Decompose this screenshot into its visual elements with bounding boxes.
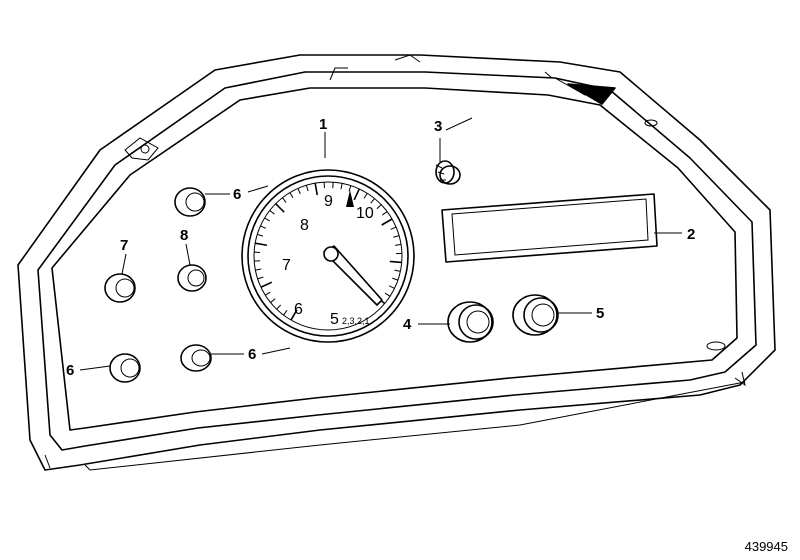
dial-tick xyxy=(381,218,393,226)
dial-tick xyxy=(382,211,388,216)
dial-tick xyxy=(260,225,267,229)
dial-tick xyxy=(394,269,401,272)
cluster-housing xyxy=(17,54,776,471)
dial-number-8: 8 xyxy=(300,217,309,234)
dial-tick xyxy=(314,182,319,196)
dial-tick xyxy=(260,281,273,288)
dial-tick xyxy=(270,298,276,303)
dial-tick xyxy=(393,235,400,238)
tachometer-ticks xyxy=(254,182,402,321)
dial-tick xyxy=(363,192,368,199)
dial-number-6: 6 xyxy=(294,301,303,318)
dial-tick xyxy=(376,204,382,210)
dial-tick xyxy=(390,226,397,230)
dial-tick xyxy=(257,276,264,280)
indicator-lamp-6-left xyxy=(109,353,141,383)
indicator-lamp-7 xyxy=(104,273,136,303)
dial-tick xyxy=(264,217,270,222)
leader-lines xyxy=(79,117,682,371)
dial-tick xyxy=(290,309,298,321)
dial-tick xyxy=(257,233,264,237)
knob-4 xyxy=(447,301,494,343)
callout-2: 2 xyxy=(687,226,695,243)
dial-tick xyxy=(384,292,391,297)
dial-tick xyxy=(282,197,287,203)
dial-tick xyxy=(255,268,262,271)
indicator-lamp-6-top xyxy=(174,187,206,217)
callout-8: 8 xyxy=(180,227,188,244)
dial-tick xyxy=(388,285,395,289)
knob-5 xyxy=(512,294,559,336)
callout-1: 1 xyxy=(319,116,327,133)
callouts: 1 2 3 4 5 6 6 6 7 8 xyxy=(66,116,695,379)
dial-tick xyxy=(305,185,309,192)
adjuster-knob xyxy=(435,160,461,185)
dial-number-10: 10 xyxy=(356,205,374,222)
dial-tick xyxy=(269,210,275,215)
indicator-lamp-8 xyxy=(177,264,207,292)
part-number: 439945 xyxy=(744,539,788,554)
tachometer: 8 9 10 7 6 5 2,3,2,1 xyxy=(241,169,415,343)
callout-6-left: 6 xyxy=(66,362,74,379)
dial-tick xyxy=(395,243,402,246)
dial-tick xyxy=(297,188,301,195)
dial-tick xyxy=(340,183,343,190)
callout-6-bottom: 6 xyxy=(248,346,256,363)
dial-tick xyxy=(353,188,360,201)
dial-tick xyxy=(264,291,271,296)
dial-tick xyxy=(348,185,352,192)
dial-tick xyxy=(289,192,294,198)
dial-number-5: 5 xyxy=(330,311,339,328)
dial-tick xyxy=(370,198,375,204)
callout-4: 4 xyxy=(403,316,412,333)
dial-number-9: 9 xyxy=(324,193,333,210)
dial-tick xyxy=(283,310,288,316)
redline-marker xyxy=(346,190,354,207)
dial-tick xyxy=(389,260,402,264)
dial-number-7: 7 xyxy=(282,257,291,274)
callout-3: 3 xyxy=(434,118,442,135)
needle-hub xyxy=(323,246,339,262)
odometer-reading: 2,3,2,1 xyxy=(342,316,370,326)
callout-5: 5 xyxy=(596,305,604,322)
indicator-lamp-6-bottom xyxy=(180,344,212,372)
dial-tick xyxy=(276,304,282,310)
dial-tick xyxy=(254,242,268,247)
callout-7: 7 xyxy=(120,237,128,254)
dial-tick xyxy=(392,277,399,281)
display-window xyxy=(441,193,658,263)
dial-tick xyxy=(275,203,285,213)
callout-6-top: 6 xyxy=(233,186,241,203)
